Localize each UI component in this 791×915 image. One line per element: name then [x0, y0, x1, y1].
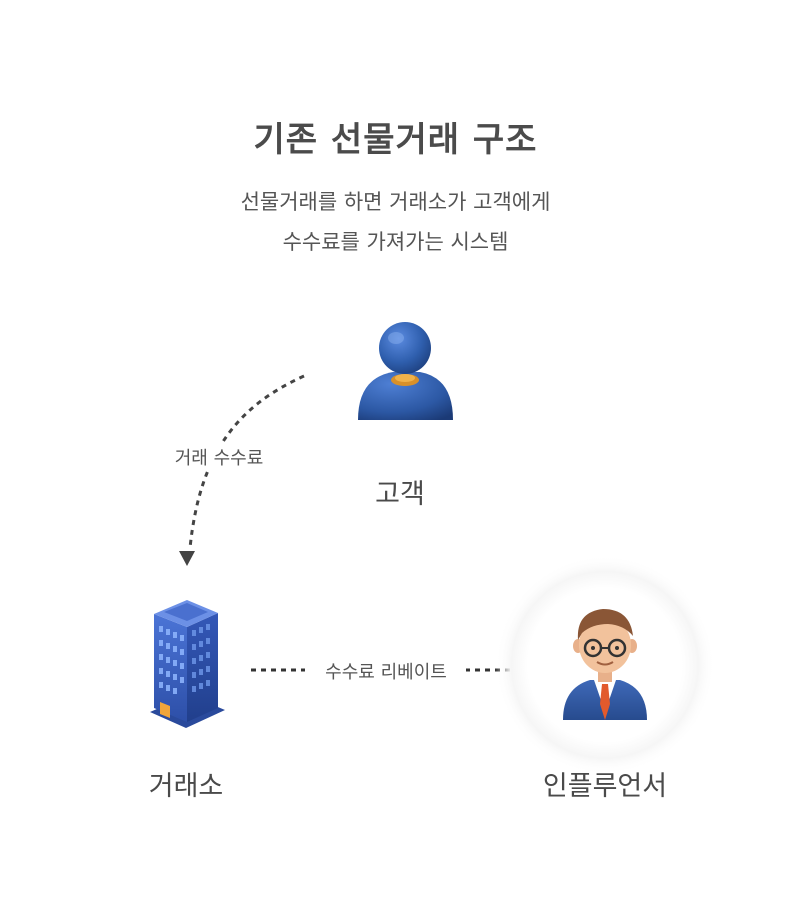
fee-rebate-label: 수수료 리베이트: [306, 658, 466, 684]
subtitle-line-2: 수수료를 가져가는 시스템: [282, 230, 509, 254]
person-silhouette-icon: [358, 322, 453, 420]
trading-fee-label: 거래 수수료: [160, 444, 278, 470]
trading-fee-arrowhead: [179, 551, 195, 566]
trading-fee-arrow: [188, 374, 305, 549]
subtitle-line-1: 선물거래를 하면 거래소가 고객에게: [240, 190, 551, 214]
exchange-label: 거래소: [148, 771, 224, 802]
customer-label: 고객: [375, 479, 425, 510]
businessman-avatar-icon: [495, 555, 715, 775]
diagram-title: 기존 선물거래 구조: [253, 120, 538, 160]
office-building-icon: [150, 600, 225, 728]
influencer-label: 인플루언서: [542, 771, 668, 802]
